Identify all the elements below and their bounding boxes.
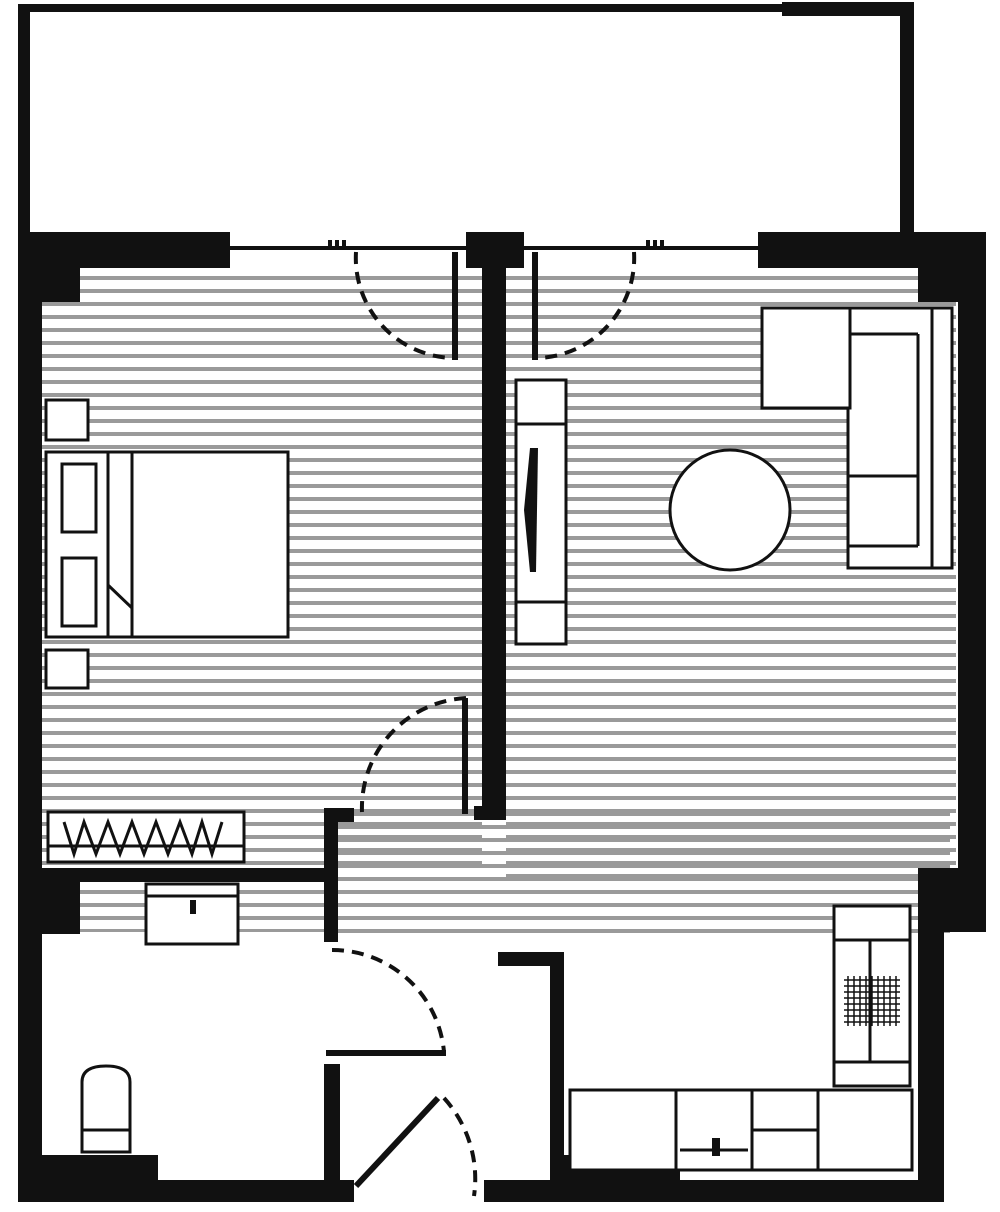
kitchen-counter	[568, 1088, 914, 1172]
living-room-floor	[506, 276, 956, 878]
nightstand-top	[44, 398, 90, 442]
balcony	[18, 2, 914, 240]
kitchen-sink	[680, 1138, 748, 1156]
toilet	[80, 1064, 132, 1154]
balcony-window-left	[230, 240, 466, 250]
tv-unit	[514, 378, 568, 646]
bathroom-door[interactable]	[331, 947, 446, 1053]
stove	[844, 976, 900, 1026]
balcony-door-living[interactable]	[532, 251, 637, 360]
balcony-door-bedroom[interactable]	[353, 251, 458, 360]
nightstand-bottom	[44, 648, 90, 690]
corner-sofa	[760, 306, 954, 570]
double-bed	[44, 450, 290, 639]
interior-walls	[42, 252, 564, 1202]
entrance-door[interactable]	[353, 1095, 478, 1197]
vanity-sink	[144, 882, 240, 946]
balcony-window-right	[524, 240, 758, 250]
wardrobe	[46, 810, 246, 864]
bedroom-door[interactable]	[359, 696, 467, 813]
round-table	[668, 448, 792, 572]
